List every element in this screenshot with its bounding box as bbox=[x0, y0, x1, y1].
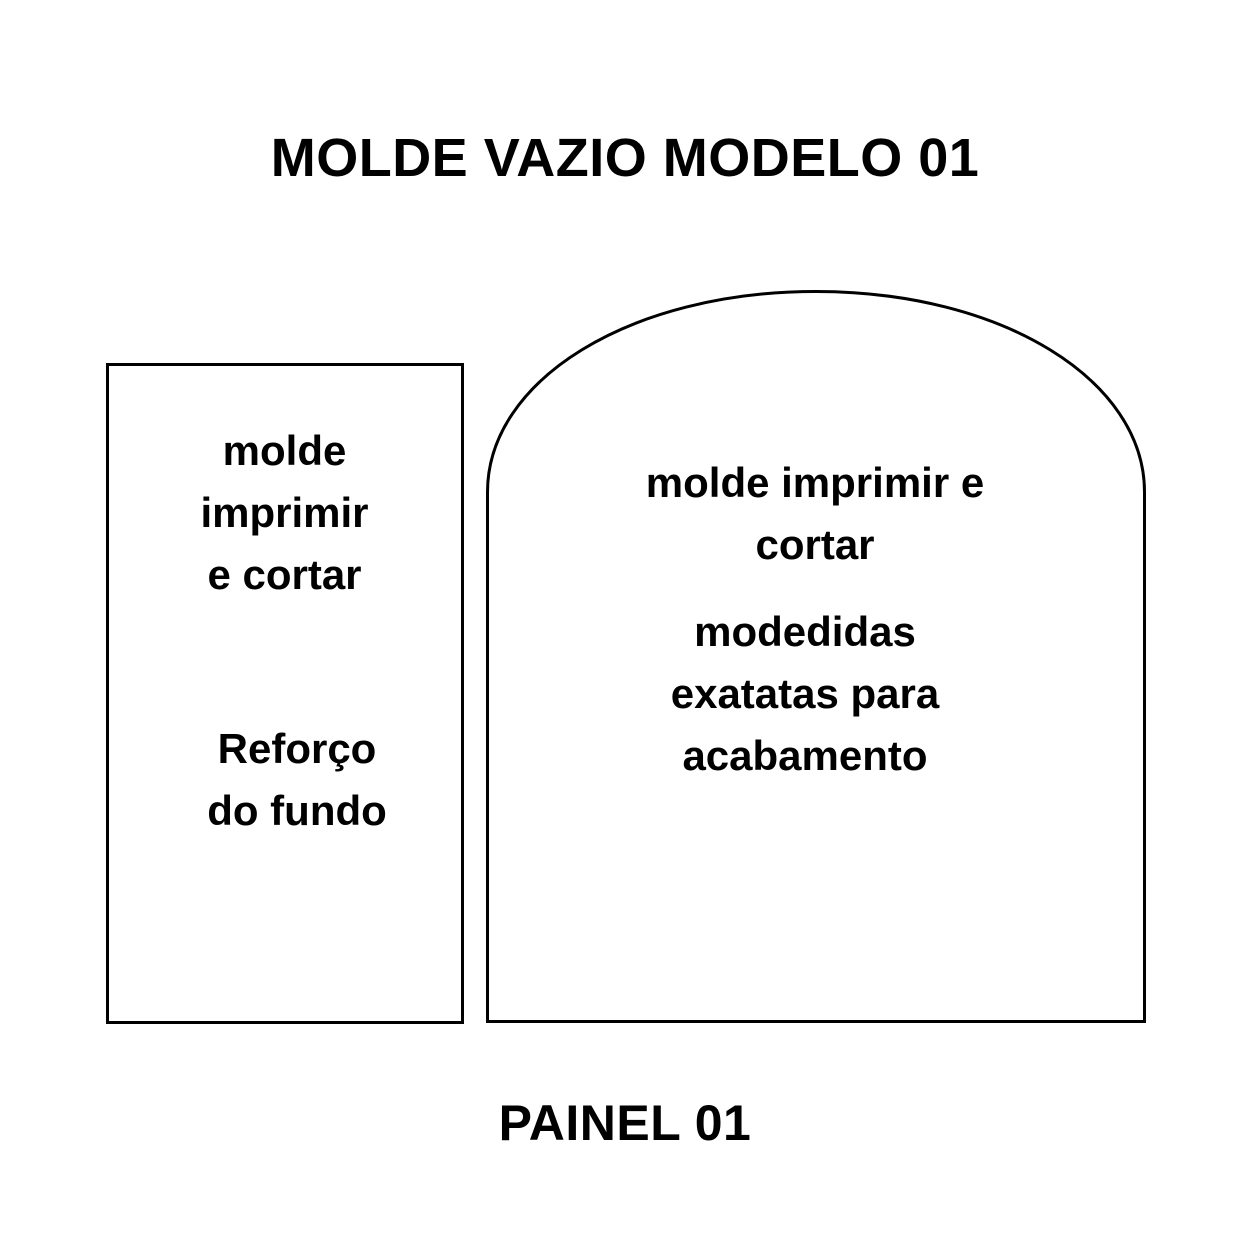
page-title: MOLDE VAZIO MODELO 01 bbox=[270, 128, 980, 188]
reinforcement-instruction-line-2: imprimir bbox=[200, 489, 369, 536]
panel-measurement-line-3: acabamento bbox=[682, 732, 928, 779]
reinforcement-rectangle-outline[interactable] bbox=[106, 363, 464, 1024]
panel-instruction-label: molde imprimir e cortar bbox=[565, 452, 1065, 576]
panel-measurement-line-2: exatatas para bbox=[670, 670, 940, 717]
panel-instruction-line-1: molde imprimir e bbox=[645, 459, 985, 506]
reinforcement-name-line-1: Reforço bbox=[217, 725, 377, 772]
reinforcement-name-label: Reforço do fundo bbox=[117, 718, 477, 842]
reinforcement-name-line-2: do fundo bbox=[207, 787, 387, 834]
reinforcement-instruction-line-3: e cortar bbox=[207, 551, 362, 598]
panel-measurement-label: modedidas exatatas para acabamento bbox=[555, 601, 1055, 787]
arch-panel-outline[interactable] bbox=[486, 289, 1146, 1023]
panel-caption: PAINEL 01 bbox=[498, 1095, 752, 1151]
panel-measurement-line-1: modedidas bbox=[694, 608, 916, 655]
reinforcement-instruction-line-1: molde bbox=[222, 427, 347, 474]
panel-instruction-line-2: cortar bbox=[755, 521, 875, 568]
reinforcement-instruction-label: molde imprimir e cortar bbox=[117, 420, 452, 606]
